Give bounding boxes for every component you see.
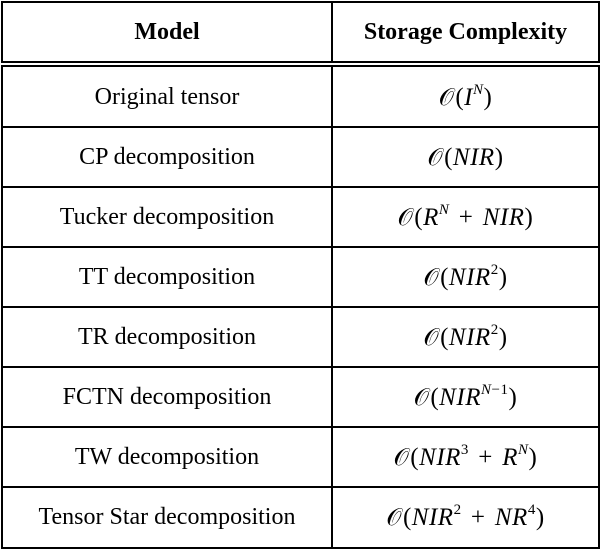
row-separator <box>3 186 598 188</box>
table-body: Original tensor 𝒪(IN) CP decomposition 𝒪… <box>1 65 600 549</box>
formula-tensor-star: 𝒪(NIR2 + NR4) <box>386 501 545 531</box>
row-complexity: 𝒪(NIR2) <box>333 247 598 307</box>
header-column-divider <box>331 3 333 61</box>
row-separator <box>3 426 598 428</box>
table-row: Tensor Star decomposition 𝒪(NIR2 + NR4) <box>3 487 598 547</box>
row-complexity: 𝒪(NIR2 + NR4) <box>333 487 598 547</box>
table-row: CP decomposition 𝒪(NIR) <box>3 127 598 188</box>
row-model: FCTN decomposition <box>62 383 272 410</box>
row-complexity: 𝒪(NIR3 + RN) <box>333 427 598 487</box>
row-complexity: 𝒪(NIR2) <box>333 307 598 367</box>
row-complexity: 𝒪(NIRN−1) <box>333 367 598 427</box>
row-separator <box>3 126 598 128</box>
formula-tw: 𝒪(NIR3 + RN) <box>393 441 538 471</box>
row-model: TW decomposition <box>74 443 260 470</box>
table-row: TR decomposition 𝒪(NIR2) <box>3 307 598 368</box>
formula-tr: 𝒪(NIR2) <box>423 321 508 351</box>
row-complexity: 𝒪(IN) <box>333 67 598 127</box>
table-header: Model Storage Complexity <box>1 1 600 63</box>
formula-fctn: 𝒪(NIRN−1) <box>413 381 518 411</box>
formula-cp: 𝒪(NIR) <box>427 142 504 171</box>
row-separator <box>3 306 598 308</box>
table-row: TT decomposition 𝒪(NIR2) <box>3 247 598 308</box>
row-separator <box>3 366 598 368</box>
formula-tucker: 𝒪(RN + NIR) <box>397 201 534 231</box>
row-model: Original tensor <box>94 83 240 110</box>
row-separator <box>3 486 598 488</box>
header-row: Model Storage Complexity <box>3 3 598 61</box>
table-row: Original tensor 𝒪(IN) <box>3 67 598 128</box>
table-row: TW decomposition 𝒪(NIR3 + RN) <box>3 427 598 488</box>
row-model: CP decomposition <box>79 143 255 170</box>
header-storage-complexity: Storage Complexity <box>363 18 568 45</box>
formula-original-tensor: 𝒪(IN) <box>438 81 493 111</box>
formula-tt: 𝒪(NIR2) <box>423 261 508 291</box>
header-model: Model <box>134 18 200 45</box>
row-complexity: 𝒪(RN + NIR) <box>333 187 598 247</box>
row-model: TT decomposition <box>78 263 256 290</box>
row-separator <box>3 246 598 248</box>
table-row: FCTN decomposition 𝒪(NIRN−1) <box>3 367 598 428</box>
row-complexity: 𝒪(NIR) <box>333 127 598 187</box>
row-model: Tucker decomposition <box>59 203 275 230</box>
row-model: Tensor Star decomposition <box>38 503 296 530</box>
row-model: TR decomposition <box>78 323 256 350</box>
table-row: Tucker decomposition 𝒪(RN + NIR) <box>3 187 598 248</box>
